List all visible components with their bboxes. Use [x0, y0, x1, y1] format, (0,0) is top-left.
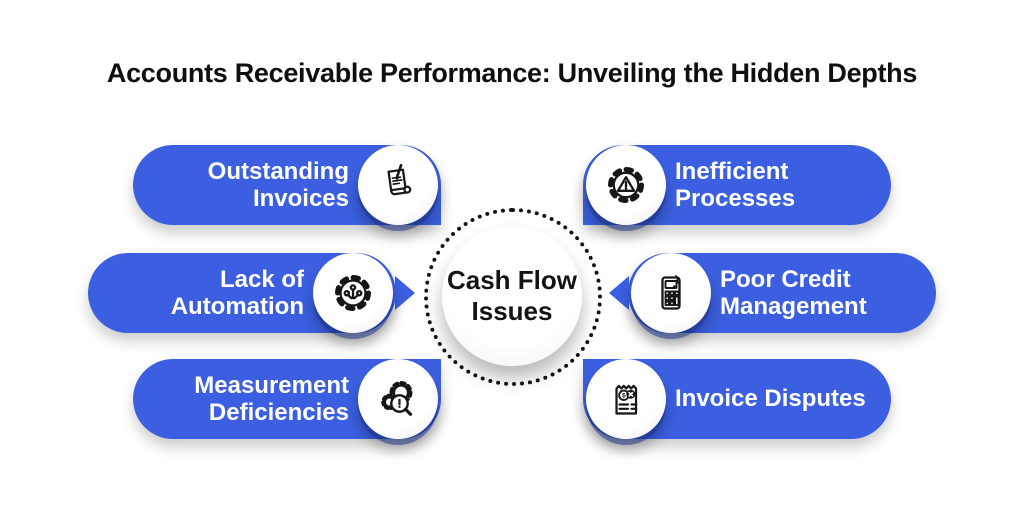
- pill-label-line1: Lack of: [219, 265, 304, 293]
- pill-measurement-deficiencies: Measurement Deficiencies: [133, 359, 441, 439]
- pill-poor-credit-management: Poor Credit Management: [609, 253, 936, 333]
- pill-label-line1: Measurement: [194, 371, 349, 399]
- pill-inefficient-processes: Inefficient Processes: [583, 145, 891, 225]
- pill-label-line2: Processes: [675, 185, 796, 212]
- center-label-line1: Cash Flow: [446, 265, 577, 296]
- pill-label-line2: Deficiencies: [208, 399, 349, 426]
- receipt-dispute-icon: $: [586, 359, 666, 439]
- pill-label: Poor Credit Management: [628, 266, 936, 320]
- center-label: Cash Flow Issues: [447, 265, 577, 326]
- gear-circuit-icon: [313, 253, 393, 333]
- invoice-pen-icon: [358, 145, 438, 225]
- calculator-icon: [631, 253, 711, 333]
- center-circle: Cash Flow Issues: [442, 226, 582, 366]
- pill-label-line1: Invoice Disputes: [675, 385, 866, 413]
- pill-label-line2: Automation: [170, 293, 304, 320]
- pill-tail: [395, 276, 415, 310]
- gear-magnifier-icon: [358, 359, 438, 439]
- pill-label: Outstanding Invoices: [133, 158, 441, 212]
- pill-label-line1: Outstanding: [207, 157, 349, 185]
- pill-tail: [609, 276, 629, 310]
- pill-lack-of-automation: Lack of Automation: [88, 253, 415, 333]
- pill-label: Measurement Deficiencies: [133, 372, 441, 426]
- pill-label: Invoice Disputes: [583, 385, 891, 412]
- center-label-line2: Issues: [471, 296, 553, 326]
- pill-label: Inefficient Processes: [583, 158, 891, 212]
- page-title: Accounts Receivable Performance: Unveili…: [106, 58, 918, 88]
- pill-outstanding-invoices: Outstanding Invoices: [133, 145, 441, 225]
- pill-label-line2: Invoices: [252, 185, 349, 212]
- gear-warning-icon: [586, 145, 666, 225]
- pill-label: Lack of Automation: [88, 266, 396, 320]
- pill-invoice-disputes: $ Invoice Disputes: [583, 359, 891, 439]
- svg-text:$: $: [622, 393, 626, 400]
- pill-label-line1: Poor Credit: [720, 265, 851, 293]
- pill-label-line2: Management: [720, 293, 867, 320]
- dotted-ring: [424, 208, 602, 386]
- pill-label-line1: Inefficient: [675, 157, 789, 185]
